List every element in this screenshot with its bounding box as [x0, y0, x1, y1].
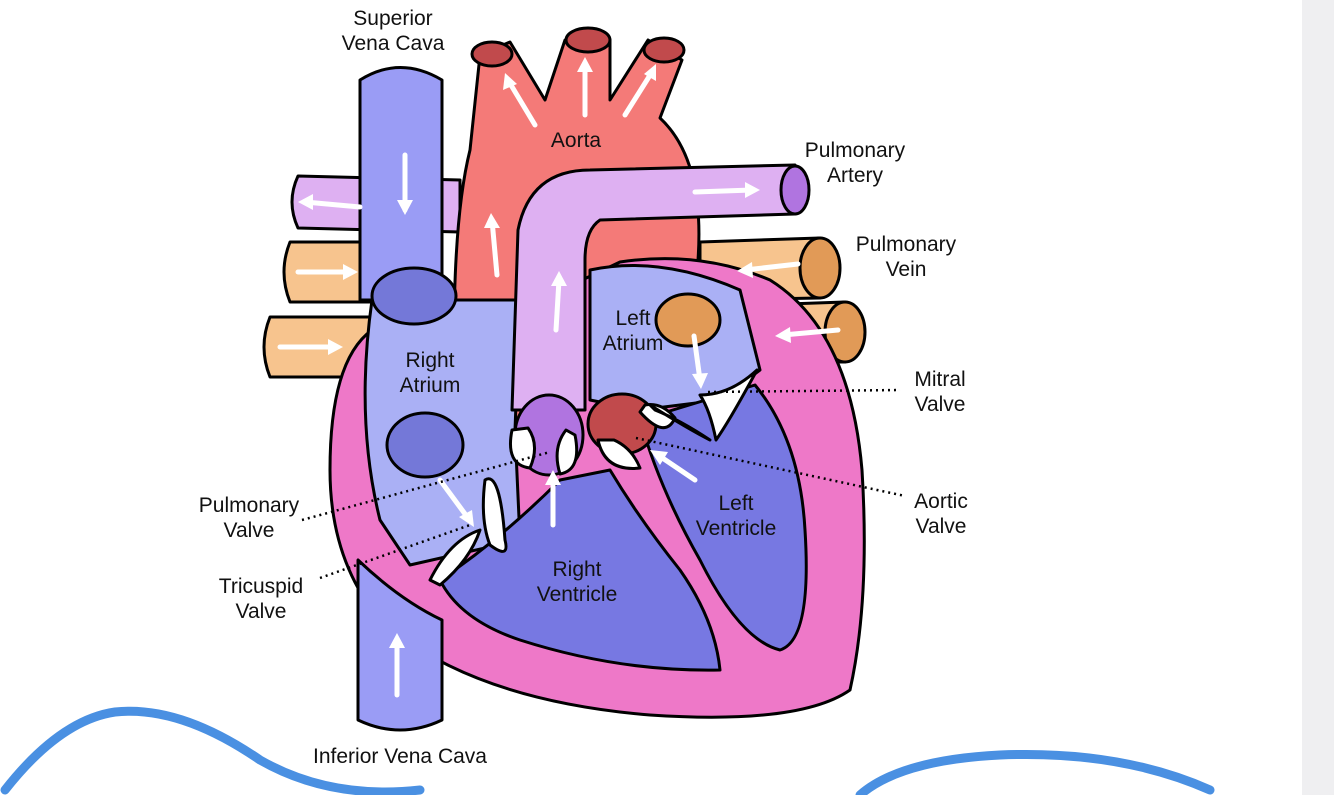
aorta-arrow-up	[484, 213, 500, 278]
pulmonary-valve-label-line-2: Valve	[224, 519, 275, 542]
left-atrium-arrow	[691, 333, 708, 389]
leader-lines	[301, 388, 906, 580]
pulmonary-artery-left-arrow	[298, 194, 363, 210]
left-ventricle	[638, 383, 808, 652]
tricuspid-valve-label-line-2: Valve	[236, 600, 287, 623]
tricuspid-valve-label-line-1: Tricuspid	[219, 575, 303, 598]
left-atrium-label-line-1: Left	[615, 307, 650, 330]
left-pv-arrow-1	[295, 264, 358, 280]
left-pv-arrow-2	[277, 339, 343, 355]
aorta-arrow-right	[622, 64, 656, 118]
mitral-valve-label-line-1: Mitral	[914, 368, 965, 391]
superior-vena-cava-label-line-1: Superior	[353, 7, 432, 30]
right-pv-arrow-2	[775, 327, 841, 343]
right-ventricle-label-line-2: Ventricle	[537, 583, 618, 606]
left-atrium-label-line-2: Atrium	[603, 332, 664, 355]
mitral-valve-leaflets	[648, 368, 759, 442]
pulmonary-artery-label-line-1: Pulmonary	[805, 139, 906, 162]
ivc-arrow	[389, 633, 405, 698]
pulmonary-vein-label-line-1: Pulmonary	[856, 233, 957, 256]
valves	[428, 368, 759, 587]
pulmonary-vein-opening	[654, 292, 722, 348]
coronary-sinus-opening	[385, 411, 465, 479]
tricuspid-valve-leaflets	[428, 477, 508, 587]
right-ventricle-arrow	[545, 470, 561, 528]
mitral-valve-label-line-2: Valve	[915, 393, 966, 416]
aorta-label: Aorta	[551, 129, 602, 152]
aortic-valve-label-line-1: Aortic	[914, 490, 968, 513]
right-atrium-label-line-2: Atrium	[400, 374, 461, 397]
pulmonary-artery-label-line-2: Artery	[827, 164, 884, 187]
pulmonary-trunk-arrow	[551, 271, 567, 333]
right-atrium-arrow	[437, 477, 474, 527]
pulmonary-vein-label-line-2: Vein	[886, 258, 927, 281]
right-atrium-label-line-1: Right	[405, 349, 454, 372]
svc-arrow	[397, 152, 413, 215]
right-pv-arrow-1	[737, 261, 801, 278]
pulmonary-artery-right-arrow	[692, 182, 760, 198]
aorta-arrow-center	[577, 57, 593, 118]
right-ventricle	[438, 468, 722, 672]
right-ventricle-label-line-1: Right	[552, 558, 601, 581]
left-ventricle-label-line-2: Ventricle	[696, 517, 777, 540]
aortic-valve-label-line-2: Valve	[916, 515, 967, 538]
aorta-arrow-left	[503, 73, 538, 128]
hand-drawn-annotation-stroke	[0, 706, 1215, 795]
pulmonary-valve-label-line-1: Pulmonary	[199, 494, 300, 517]
blood-flow-arrows	[277, 57, 841, 698]
heart-diagram: Superior Vena Cava Aorta Pulmonary Arter…	[0, 7, 1215, 795]
superior-vena-cava-label-line-2: Vena Cava	[342, 32, 445, 55]
scrollbar-track[interactable]	[1302, 0, 1334, 795]
left-ventricle-label-line-1: Left	[718, 492, 753, 515]
labels: Superior Vena Cava Aorta Pulmonary Arter…	[199, 7, 968, 768]
pulmonary-valve-leaflets	[509, 426, 579, 476]
left-ventricle-arrow	[650, 450, 698, 483]
inferior-vena-cava-label: Inferior Vena Cava	[313, 745, 487, 768]
superior-vena-cava	[358, 66, 458, 326]
